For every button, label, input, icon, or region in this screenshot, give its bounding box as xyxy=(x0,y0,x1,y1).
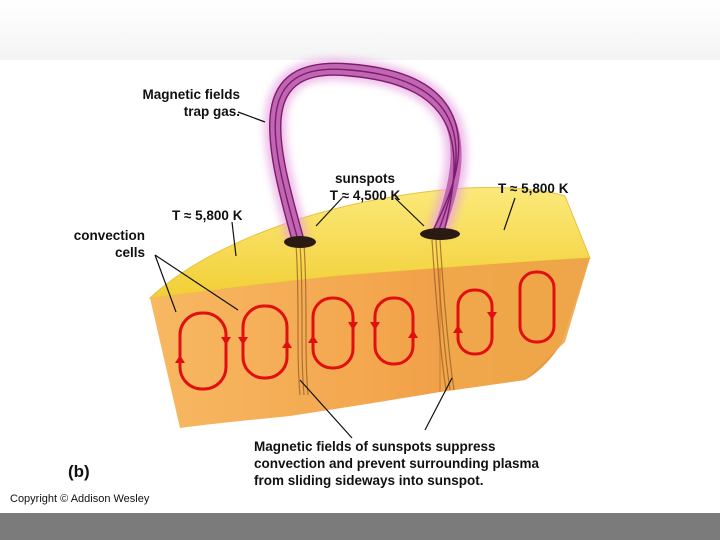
sunspot-temperature: T ≈ 4,500 K xyxy=(310,187,420,204)
panel-label: (b) xyxy=(68,462,90,482)
bottom-bar xyxy=(0,513,720,540)
convection-label: convection cells xyxy=(50,227,145,261)
convection-line1: convection xyxy=(50,227,145,244)
suppress-line3: from sliding sideways into sunspot. xyxy=(254,472,539,489)
interior-side xyxy=(440,258,590,392)
trap-gas-line1: Magnetic fields xyxy=(115,86,240,103)
sunspot-right xyxy=(420,228,460,240)
temperature-right: T ≈ 5,800 K xyxy=(498,180,568,197)
trap-gas-line2: trap gas. xyxy=(115,103,240,120)
sunspots-text: sunspots xyxy=(310,170,420,187)
trap-gas-label: Magnetic fields trap gas. xyxy=(115,86,240,120)
suppress-line2: convection and prevent surrounding plasm… xyxy=(254,455,539,472)
convection-line2: cells xyxy=(50,244,145,261)
copyright-text: Copyright © Addison Wesley xyxy=(10,493,149,505)
sunspots-label: sunspots T ≈ 4,500 K xyxy=(310,170,420,204)
suppress-line1: Magnetic fields of sunspots suppress xyxy=(254,438,539,455)
sunspot-left xyxy=(284,236,316,248)
suppress-caption: Magnetic fields of sunspots suppress con… xyxy=(254,438,539,489)
temperature-left: T ≈ 5,800 K xyxy=(172,207,242,224)
